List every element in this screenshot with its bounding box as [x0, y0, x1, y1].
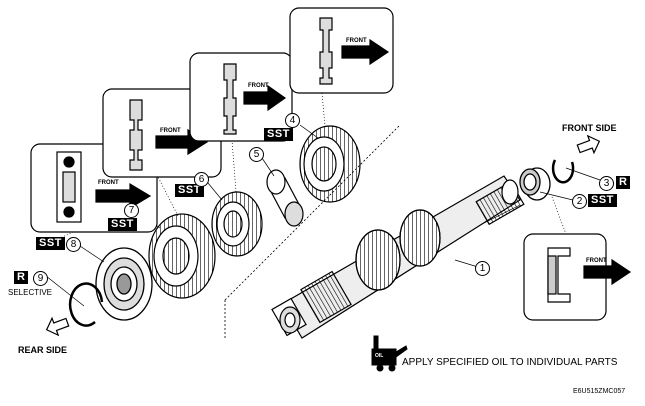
- r-tag-9: R: [14, 271, 29, 284]
- snap-ring-front: [551, 159, 575, 184]
- snap-ring-rear: [68, 282, 104, 327]
- selective-label: SELECTIVE: [8, 288, 53, 297]
- front-label-1: FRONT: [98, 180, 119, 186]
- sst-tag-6: SST: [175, 184, 204, 197]
- sleeve-5: [266, 169, 304, 227]
- callout-box-gear-6: [189, 52, 293, 142]
- part-number-7: 7: [124, 203, 139, 218]
- front-label-2: FRONT: [160, 128, 181, 134]
- rear-side-label: REAR SIDE: [18, 345, 68, 355]
- callout-box-gear-4: [289, 7, 394, 94]
- callout-box-race: [523, 233, 632, 321]
- rear-side-arrow: [45, 316, 70, 337]
- sst-tag-7: SST: [108, 218, 137, 231]
- part-number-3: 3: [599, 176, 614, 191]
- part-number-6: 6: [194, 172, 209, 187]
- part-number-1: 1: [475, 261, 490, 276]
- sst-tag-2: SST: [588, 194, 617, 207]
- sst-tag-8: SST: [36, 237, 65, 250]
- assembly-frame: [224, 124, 401, 338]
- oil-icon-text: OIL: [375, 353, 384, 359]
- sst-tag-4: SST: [264, 128, 293, 141]
- gear-4: [299, 125, 361, 203]
- oil-can-icon: [371, 335, 408, 372]
- bearing-8: [95, 247, 153, 321]
- part-number-5: 5: [249, 147, 264, 162]
- gear-6: [211, 191, 263, 257]
- part-number-4: 4: [285, 113, 300, 128]
- front-label-3: FRONT: [248, 83, 269, 89]
- figure-code: E6U515ZMC057: [573, 388, 626, 395]
- main-shaft: [271, 175, 525, 339]
- r-tag-3: R: [616, 176, 631, 189]
- part-number-8: 8: [66, 237, 81, 252]
- oil-note: APPLY SPECIFIED OIL TO INDIVIDUAL PARTS: [402, 357, 618, 368]
- bearing-race: [519, 167, 551, 201]
- front-label-4: FRONT: [346, 38, 367, 44]
- front-side-arrow: [576, 134, 601, 155]
- part-number-2: 2: [572, 194, 587, 209]
- front-label-5: FRONT: [586, 258, 607, 264]
- front-side-label: FRONT SIDE: [562, 123, 617, 133]
- gear-7: [148, 213, 216, 299]
- part-number-9: 9: [33, 271, 48, 286]
